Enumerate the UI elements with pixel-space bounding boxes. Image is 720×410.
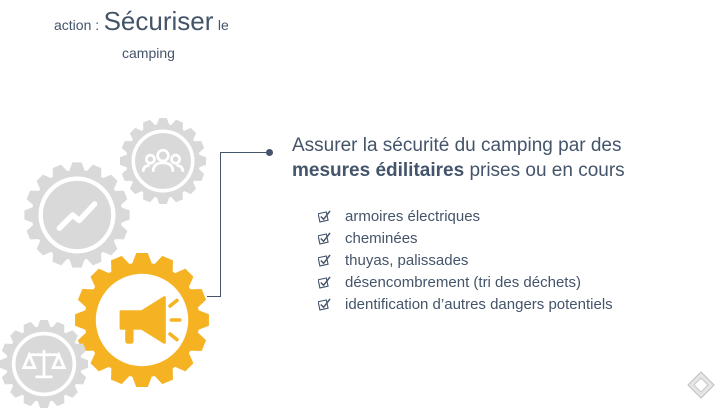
list-item: armoires électriques <box>318 205 613 227</box>
list-item-label: armoires électriques <box>345 207 481 225</box>
checkbox-check-icon <box>318 209 331 223</box>
title-line2: camping <box>122 45 175 61</box>
heading-text-after: prises ou en cours <box>469 160 625 181</box>
gear-megaphone <box>72 250 212 390</box>
list-item: cheminées <box>318 227 613 249</box>
list-item: identification d’autres dangers potentie… <box>318 293 613 315</box>
trend-line-icon <box>56 201 98 231</box>
heading-bold: mesures édilitaires <box>292 160 465 181</box>
main-heading: Assurer la sécurité du camping par des m… <box>292 133 702 183</box>
list-item-label: cheminées <box>345 229 418 247</box>
connector-top <box>220 152 269 153</box>
list-item: désencombrement (tri des déchets) <box>318 271 613 293</box>
logo-icon <box>687 371 715 399</box>
list-item-label: thuyas, palissades <box>345 251 469 269</box>
gear-people <box>118 116 208 206</box>
list-item-label: désencombrement (tri des déchets) <box>345 273 581 291</box>
checkbox-check-icon <box>318 231 331 245</box>
connector-vertical <box>220 152 221 296</box>
bullet-list: armoires électriques cheminées thuyas, p… <box>318 205 613 315</box>
title-main: Sécuriser <box>103 6 214 36</box>
list-item-label: identification d’autres dangers potentie… <box>345 295 613 313</box>
connector-dot <box>266 149 273 156</box>
list-item: thuyas, palissades <box>318 249 613 271</box>
connector-bottom <box>207 296 221 297</box>
title-suffix: le <box>217 17 229 33</box>
title-prefix: action : <box>54 17 100 33</box>
people-icon <box>141 148 185 172</box>
checkbox-check-icon <box>318 275 331 289</box>
page-title: action : Sécuriser le <box>54 6 229 37</box>
heading-text-before: Assurer la sécurité du camping par des <box>292 135 622 156</box>
megaphone-icon <box>119 296 182 344</box>
gear-scales <box>0 318 90 410</box>
checkbox-check-icon <box>318 297 331 311</box>
gear-trend <box>22 160 132 270</box>
scales-icon <box>21 349 67 379</box>
checkbox-check-icon <box>318 253 331 267</box>
